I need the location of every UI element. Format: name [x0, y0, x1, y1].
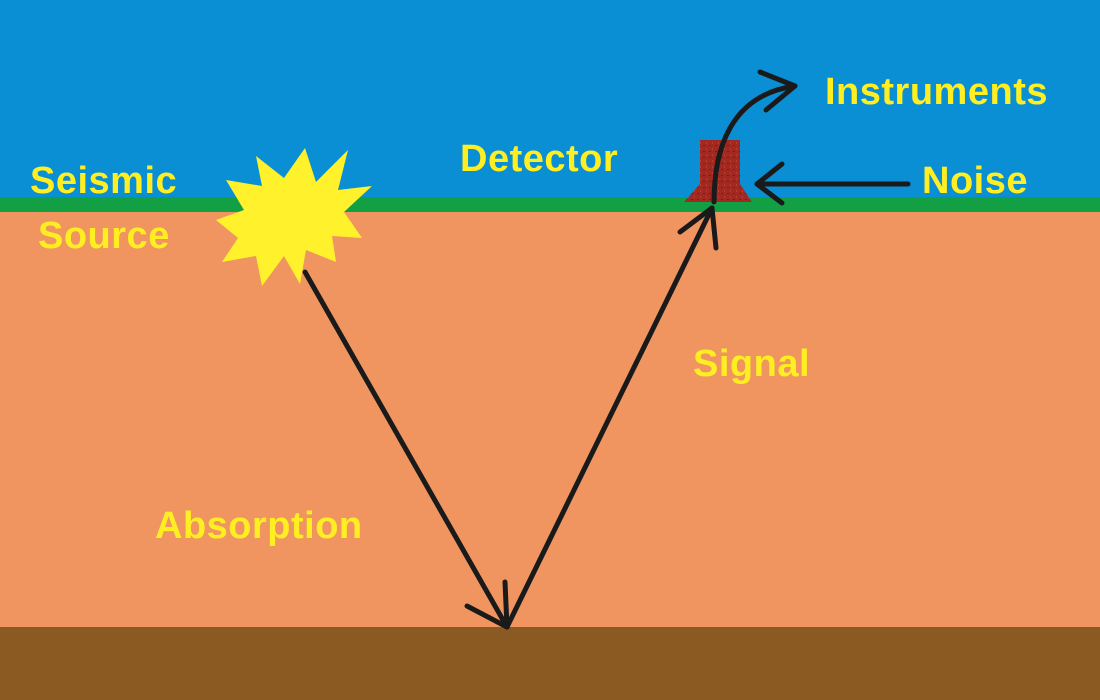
reflected-arrowhead: [677, 205, 719, 251]
instruments-arrow: [711, 83, 798, 205]
reflected-ray-arrow: [504, 205, 715, 630]
sky: [0, 0, 1100, 200]
noise-label: Noise: [922, 160, 1028, 202]
detector-label: Detector: [460, 138, 619, 180]
source-label: Source: [38, 215, 170, 257]
instruments-arrowhead: [757, 69, 798, 113]
absorption-label: Absorption: [155, 505, 363, 547]
instruments-label: Instruments: [825, 71, 1048, 113]
seismic-label: Seismic: [30, 160, 178, 202]
incident-ray-arrow: [302, 269, 510, 630]
seismic-burst-icon: [216, 148, 372, 286]
noise-arrowhead: [754, 161, 785, 206]
earth-layer: [0, 210, 1100, 628]
signal-label: Signal: [693, 343, 811, 385]
bedrock-layer: [0, 627, 1100, 700]
